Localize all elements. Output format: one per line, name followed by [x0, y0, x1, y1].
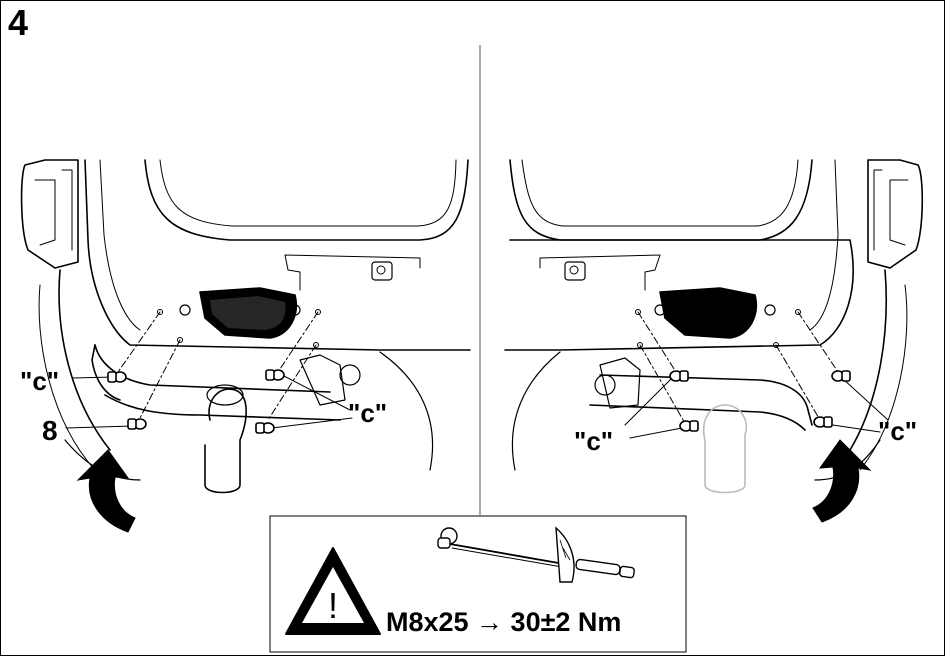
right-tow-cover [659, 287, 757, 339]
torque-spec-box: ! M8x25 → 30±2 Nm [269, 515, 687, 653]
left-window-opening [144, 159, 469, 241]
right-tail-light [867, 159, 924, 269]
left-crossmember [94, 344, 331, 393]
warning-symbol: ! [328, 585, 338, 626]
step-number: 4 [8, 2, 29, 43]
bolt-icon [265, 369, 285, 381]
bolt-icon [679, 420, 699, 432]
left-tow-cover [199, 287, 297, 339]
bolt-icon [107, 371, 127, 383]
bolt-icon [831, 370, 851, 382]
bolt-icon [255, 422, 275, 434]
label-c: "c" [878, 416, 917, 446]
bolt-icon [813, 416, 833, 428]
right-view [504, 159, 924, 481]
right-window-opening [509, 159, 813, 241]
left-body-panel [84, 159, 471, 351]
left-tow-neck [204, 388, 247, 494]
left-bolts [107, 369, 285, 434]
curved-arrow-icon [76, 449, 136, 533]
torque-wrench-icon [437, 526, 635, 583]
torque-spec: M8x25 → 30±2 Nm [386, 607, 621, 637]
bolt-icon [127, 418, 147, 430]
label-c: "c" [574, 426, 613, 456]
bolt-icon [669, 370, 689, 382]
right-crossmember [599, 374, 809, 411]
right-tow-neck-ghost [703, 404, 747, 494]
label-c: "c" [348, 398, 387, 428]
left-view [20, 159, 471, 494]
left-tail-light [20, 159, 79, 269]
right-bolts [669, 370, 851, 432]
curved-arrow-icon [812, 439, 872, 523]
warning-triangle-icon: ! [285, 547, 381, 635]
label-c: "c" [20, 366, 59, 396]
label-bolt-8: 8 [42, 415, 58, 446]
